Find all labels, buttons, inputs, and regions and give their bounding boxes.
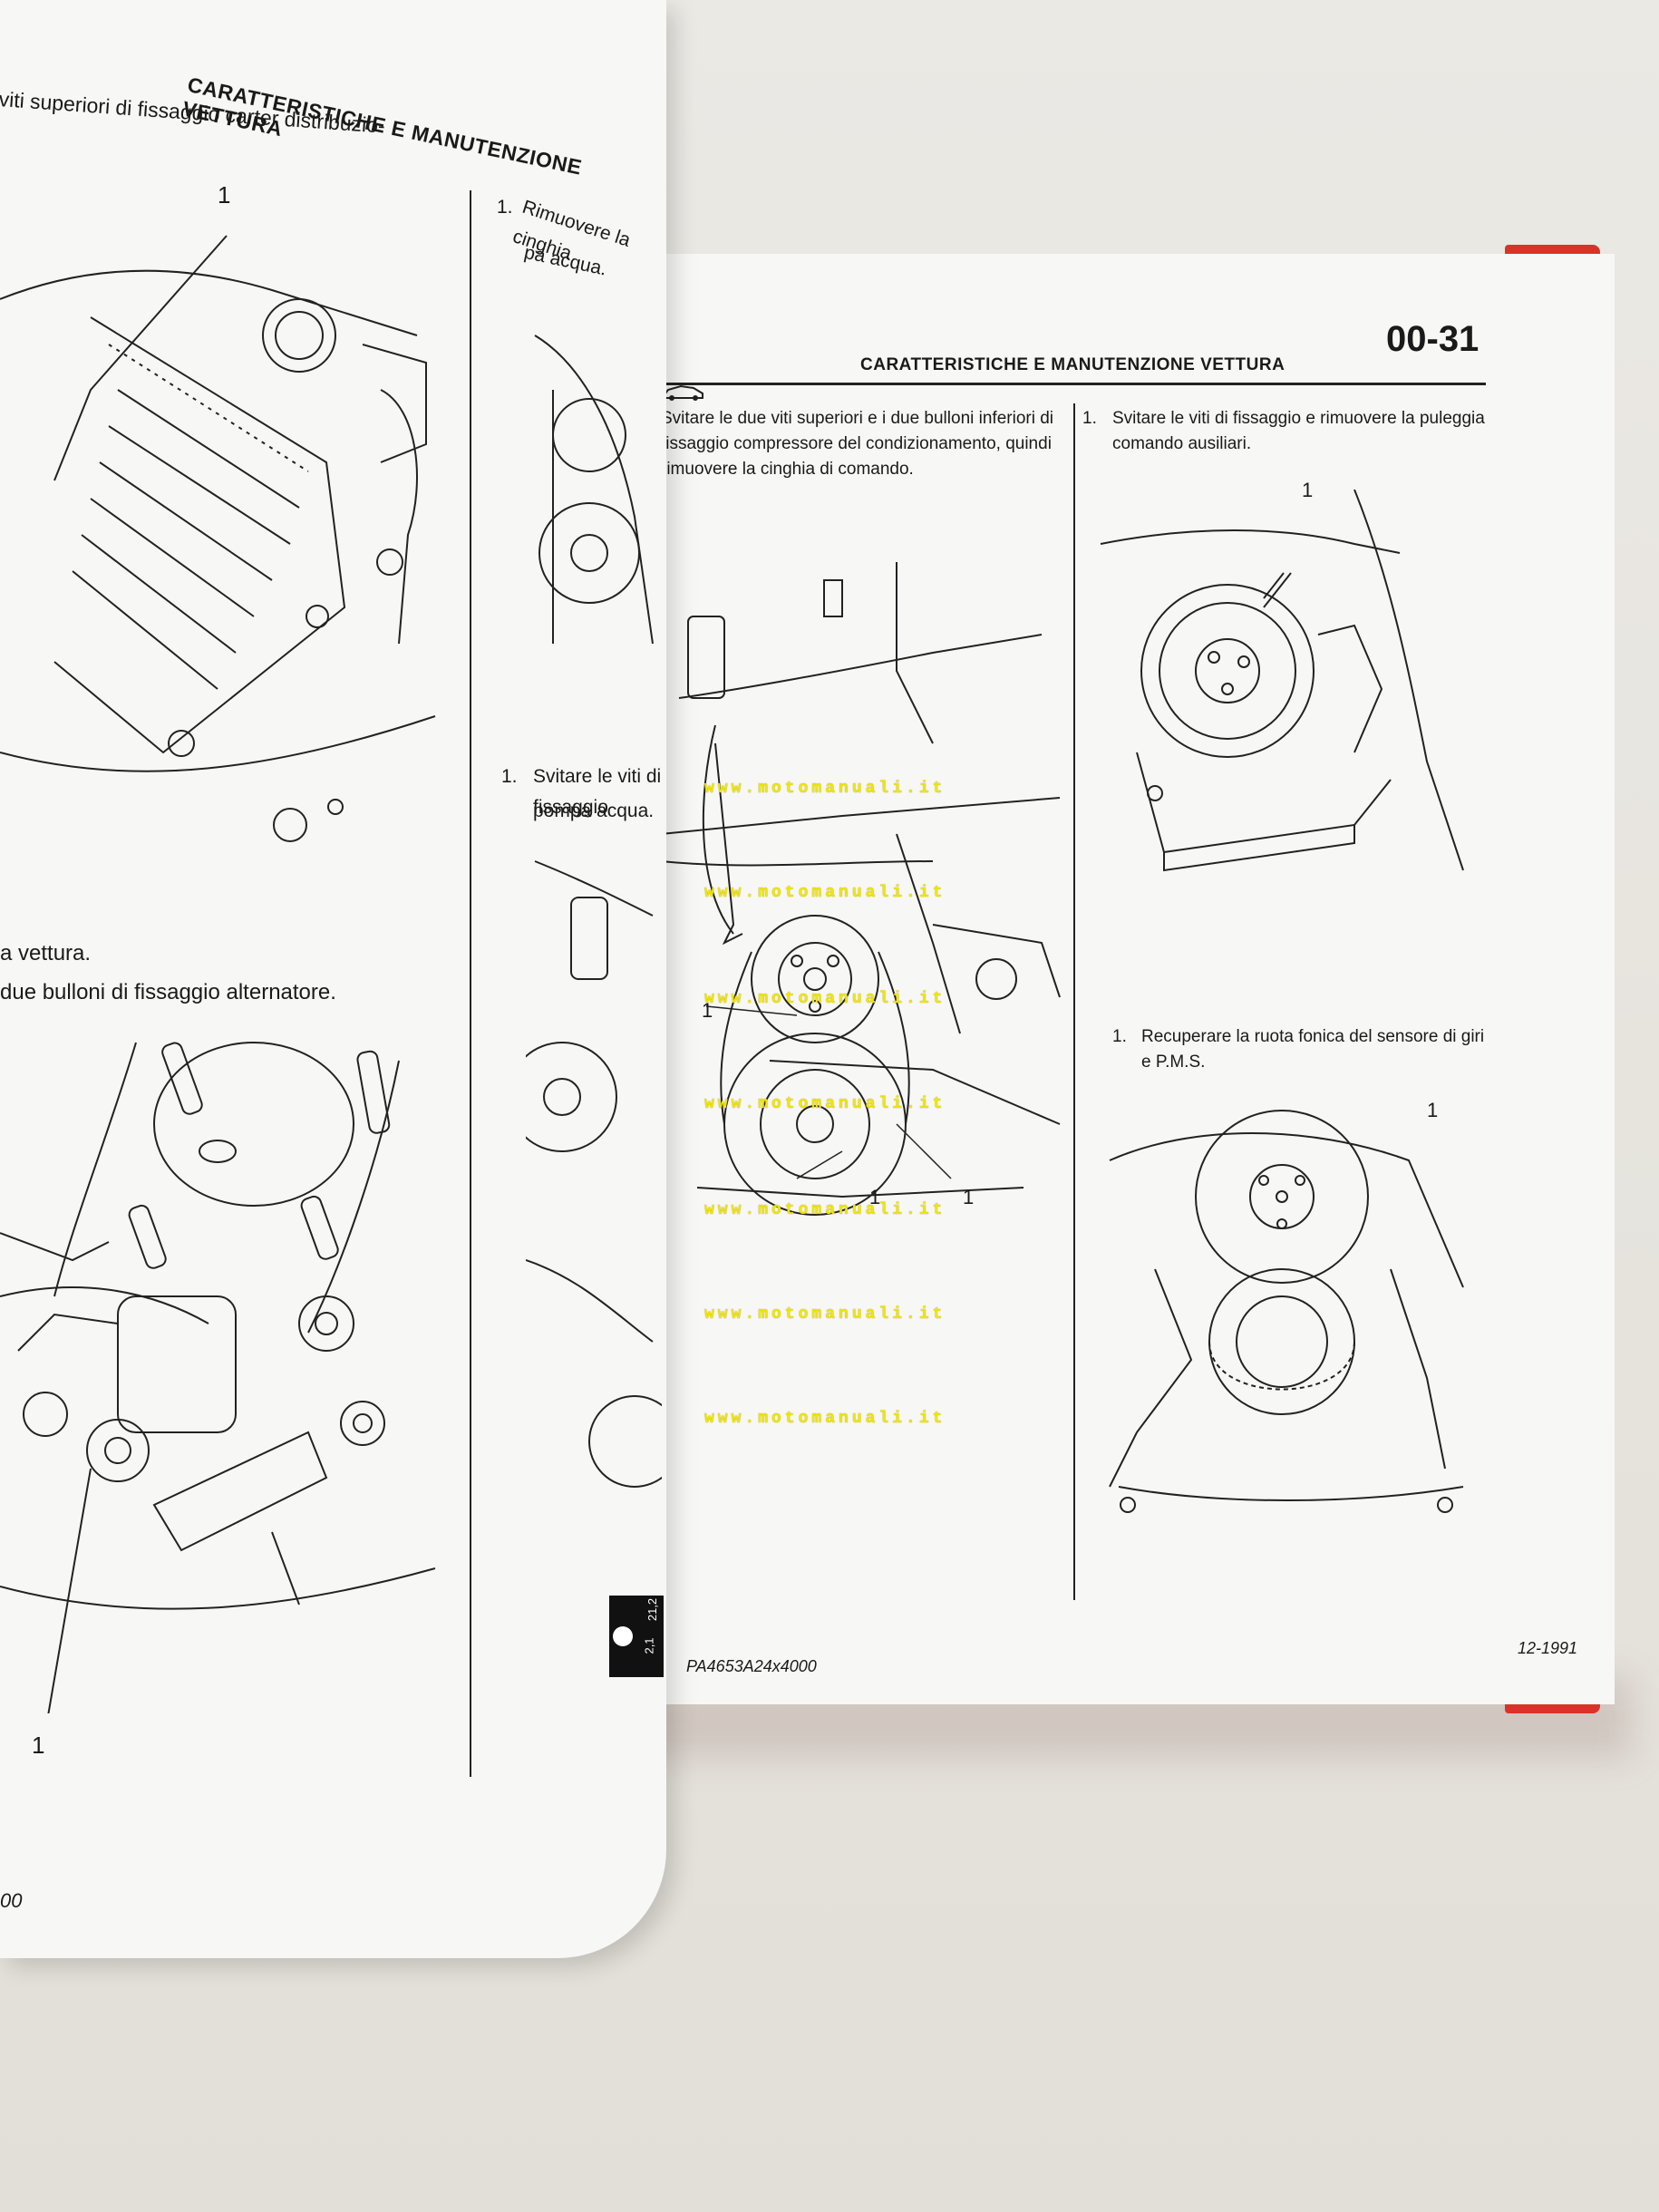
step-text: Svitare le viti di fissaggio e rimuovere…: [1112, 409, 1485, 453]
left-page: CARATTERISTICHE E MANUTENZIONE VETTURA v…: [0, 0, 666, 1958]
step-text: pompa acqua.: [533, 800, 655, 821]
column1-text: Svitare le due viti superiori e i due bu…: [661, 409, 1054, 479]
callout-label: 1: [702, 999, 713, 1022]
watermark: www.motomanuali.it: [704, 1305, 946, 1324]
column-divider: [1073, 403, 1075, 1600]
callout-label: 1: [32, 1732, 45, 1759]
watermark: www.motomanuali.it: [704, 1201, 946, 1219]
callout-label: 1: [1427, 1099, 1439, 1121]
step-number: 1.: [501, 766, 518, 787]
lower-text-2: due bulloni di fissaggio alternatore.: [0, 980, 336, 1004]
lower-text-1: a vettura.: [0, 941, 92, 965]
watermark: www.motomanuali.it: [704, 780, 946, 798]
step-number: 1.: [1082, 409, 1097, 428]
engine-cover-illustration: [0, 235, 436, 842]
watermark: www.motomanuali.it: [704, 1410, 946, 1428]
footer-code: PA4653A24x4000: [686, 1657, 817, 1675]
footer-date: 12-1991: [1518, 1639, 1578, 1657]
callout-label: 1: [963, 1186, 975, 1208]
car-icon: [662, 384, 703, 401]
step-number: 1.: [1112, 1027, 1127, 1046]
wrench-icon: [613, 1626, 633, 1646]
torque-value: 2,1: [642, 1637, 656, 1654]
compressor-belt-illustration: [661, 562, 1061, 1216]
torque-value: 21,2: [645, 1597, 660, 1622]
header-rule: [661, 383, 1486, 385]
page-number: 00-31: [1386, 319, 1480, 359]
pulley-illustration: [1100, 490, 1464, 872]
page-number-fragment: 00: [0, 1889, 23, 1912]
callout-label: 1: [218, 181, 231, 209]
page-header: CARATTERISTICHE E MANUTENZIONE VETTURA: [179, 73, 585, 179]
watermark: www.motomanuali.it: [704, 1095, 946, 1113]
watermark: www.motomanuali.it: [704, 884, 946, 902]
page-header: CARATTERISTICHE E MANUTENZIONE VETTURA: [860, 355, 1285, 374]
column-divider: [470, 190, 471, 1777]
callout-label: 1: [1302, 479, 1314, 501]
torque-badge: 21,2 2,1: [609, 1596, 664, 1677]
watermark: www.motomanuali.it: [704, 990, 946, 1008]
step-text: Recuperare la ruota fonica del sensore d…: [1141, 1027, 1485, 1072]
tone-wheel-illustration: [1109, 1110, 1464, 1513]
callout-label: 1: [869, 1186, 881, 1208]
right-page: CARATTERISTICHE E MANUTENZIONE VETTURA 0…: [660, 254, 1615, 1704]
step-number: 1.: [497, 197, 513, 218]
water-pump-illustration: [526, 335, 662, 1488]
step-text: Svitare le viti di fissaggio: [533, 766, 662, 818]
alternator-illustration: [0, 1042, 436, 1713]
